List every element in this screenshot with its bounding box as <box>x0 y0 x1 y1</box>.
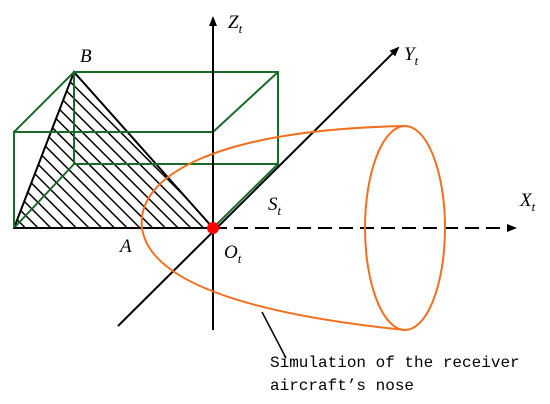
origin-label: Ot <box>224 242 242 266</box>
point-a-label: A <box>118 236 132 257</box>
s-point-label: St <box>268 194 282 218</box>
y-axis <box>117 46 400 327</box>
nose-shape <box>140 125 446 331</box>
caption-leader <box>261 311 287 359</box>
x-axis-label: Xt <box>519 190 536 214</box>
caption-line-1: Simulation of the receiver <box>270 354 520 372</box>
caption-line-2: aircraft’s nose <box>270 377 414 395</box>
hatched-triangle <box>12 70 216 229</box>
origin-dot <box>207 222 219 234</box>
y-axis-label: Yt <box>404 44 419 68</box>
z-axis-label: Zt <box>228 12 243 36</box>
point-b-label: B <box>80 46 92 67</box>
